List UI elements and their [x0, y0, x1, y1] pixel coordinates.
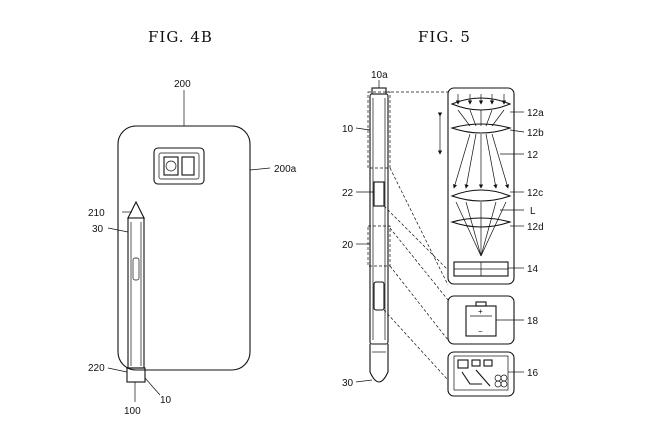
label-pen-tip: 30: [342, 378, 354, 389]
label-lens-group: 12: [527, 150, 539, 161]
lens-12d: [450, 217, 512, 228]
label-pen-end: 10: [160, 395, 172, 406]
label-light: L: [530, 206, 536, 217]
label-battery-section: 20: [342, 240, 354, 251]
fig5-pen: [367, 87, 391, 383]
fig4b-title: FIG. 4B: [148, 28, 213, 46]
pen-tip: [369, 344, 389, 383]
label-device: 200: [174, 79, 191, 90]
label-battery: 18: [527, 316, 539, 327]
circuit-box: [447, 351, 524, 397]
label-pen-base: 220: [88, 363, 105, 374]
leader-220: [107, 367, 128, 373]
fig4b-pen: [107, 200, 161, 402]
label-tip-window: 10a: [371, 70, 388, 81]
fig4b-device-back: [117, 90, 271, 371]
light-rays: [452, 94, 510, 257]
pen-barrel: [127, 217, 145, 369]
camera-module: [153, 147, 205, 185]
label-pen-body: 10: [342, 124, 354, 135]
pen-base: [126, 367, 146, 383]
pen-body: [369, 93, 389, 345]
leader-pen-30: [355, 379, 373, 383]
pen-tip-window: [371, 87, 387, 95]
projection-lines: [383, 91, 449, 381]
lens-12a: [450, 97, 512, 111]
label-lens-a: 12a: [527, 108, 544, 119]
label-lens-b: 12b: [527, 128, 544, 139]
circuit-module: [373, 281, 385, 311]
label-pen-tip-cap: 210: [88, 208, 105, 219]
svg-text:−: −: [478, 327, 483, 336]
label-pen: 30: [92, 224, 104, 235]
lens-12c: [450, 189, 512, 202]
leader-30: [107, 227, 129, 233]
fig5-title: FIG. 5: [418, 28, 471, 46]
label-bottom: 100: [124, 406, 141, 417]
battery-region: [367, 225, 391, 267]
label-back-panel: 200a: [274, 164, 297, 175]
leader-200a: [249, 167, 271, 171]
leader-pen-10: [355, 127, 371, 131]
pen-tip-cap: [127, 200, 145, 219]
label-sensor: 14: [527, 264, 539, 275]
battery-box: + −: [447, 295, 524, 345]
label-lens-d: 12d: [527, 222, 544, 233]
svg-text:+: +: [478, 307, 483, 316]
window-module: [373, 181, 385, 207]
pen-button: [132, 257, 140, 281]
optics-region: [367, 91, 391, 169]
optics-box: [437, 87, 525, 285]
label-window-module: 22: [342, 188, 354, 199]
label-circuit-board: 16: [527, 368, 539, 379]
label-lens-c: 12c: [527, 188, 543, 199]
device-outline: [117, 125, 251, 371]
leader-10: [144, 377, 161, 396]
